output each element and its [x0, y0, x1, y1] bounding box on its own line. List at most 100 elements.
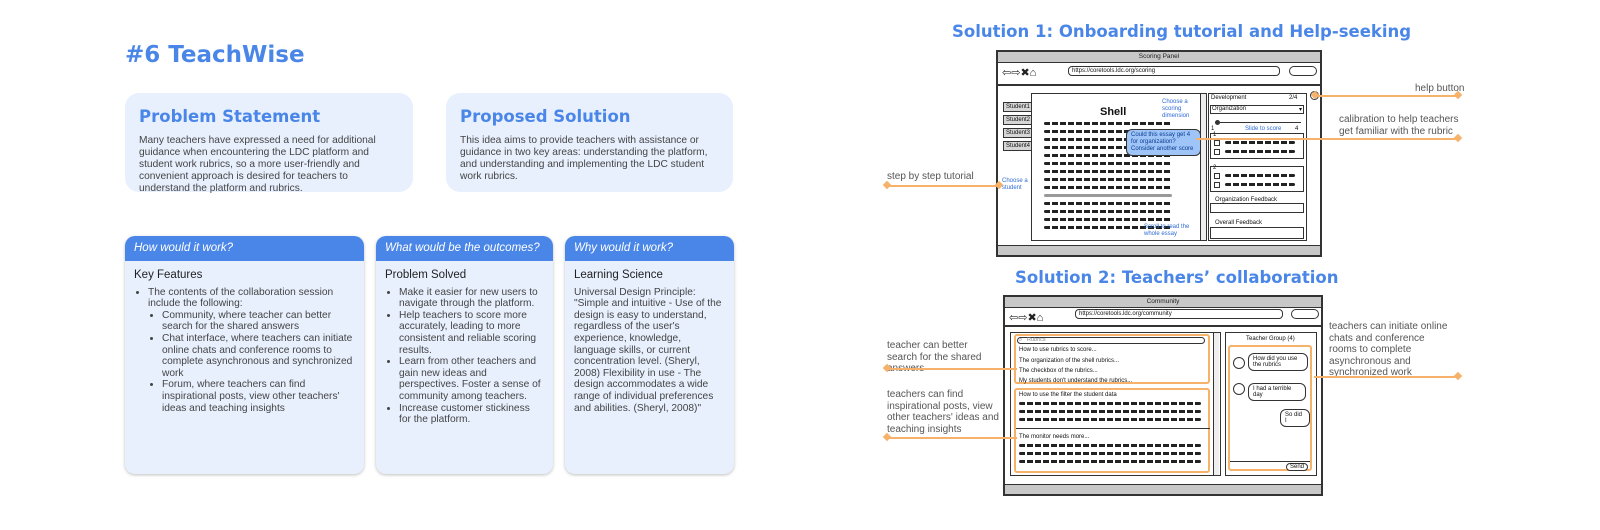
- annot-forum: teachers can find inspirational posts, v…: [887, 389, 999, 435]
- chat-bubble: I had a terrible day: [1248, 383, 1306, 401]
- outcomes-card-subheading: Problem Solved: [385, 269, 467, 281]
- dimension-count: 2/4: [1289, 95, 1298, 101]
- annot-line: [1314, 376, 1460, 378]
- list-item: Community, where teacher can better sear…: [162, 310, 355, 333]
- forum-panel: ⌕Rubrics How to use rubrics to score... …: [1010, 332, 1221, 476]
- annot-dot: [1453, 133, 1463, 143]
- forward-icon[interactable]: ⇨: [1011, 67, 1021, 79]
- how-card-header: How would it work?: [125, 236, 364, 261]
- chevron-down-icon: ▾: [1298, 107, 1302, 113]
- annot-line: [1318, 95, 1460, 97]
- list-item[interactable]: The organization of the shell rubrics...: [1019, 358, 1120, 364]
- page-title: #6 TeachWise: [125, 42, 305, 68]
- tip-student: Choose a student: [1002, 178, 1028, 191]
- forum-post-title[interactable]: The monitor needs more...: [1019, 434, 1090, 440]
- annot-help: help button: [1415, 83, 1465, 94]
- solution1-title: Solution 1: Onboarding tutorial and Help…: [952, 22, 1412, 41]
- send-button[interactable]: Send: [1286, 463, 1309, 471]
- outcomes-card-header: What would be the outcomes?: [376, 236, 553, 261]
- close-icon[interactable]: ✖: [1020, 67, 1030, 79]
- score-slider[interactable]: [1215, 122, 1301, 124]
- list-item[interactable]: How to use rubrics to score...: [1019, 347, 1097, 353]
- list-item: Learn from other teachers and gain new i…: [399, 356, 544, 402]
- essay-text: [1044, 122, 1172, 234]
- home-icon[interactable]: ⌂: [1036, 312, 1044, 324]
- community-wireframe: Community ⇦⇨✖⌂ https://coretools.ldc.org…: [1003, 295, 1323, 496]
- community-search-input[interactable]: ⌕Rubrics: [1017, 337, 1205, 344]
- avatar: [1233, 383, 1245, 395]
- forward-icon[interactable]: ⇨: [1018, 312, 1028, 324]
- window-footer: [998, 245, 1320, 255]
- search-pill[interactable]: [1291, 309, 1319, 319]
- solution-text: This idea aims to provide teachers with …: [460, 135, 708, 182]
- chat-panel: Teacher Group (4) How did you use the ru…: [1225, 332, 1317, 476]
- scoring-side-panel: Development 2/4 Organization▾ 1 Slide to…: [1208, 93, 1307, 241]
- back-icon[interactable]: ⇦: [1002, 67, 1012, 79]
- annot-calibration: calibration to help teachers get familia…: [1339, 114, 1459, 137]
- close-icon[interactable]: ✖: [1027, 312, 1037, 324]
- dimension-select[interactable]: Organization▾: [1210, 105, 1304, 114]
- avatar: [1233, 357, 1245, 369]
- back-icon[interactable]: ⇦: [1009, 312, 1019, 324]
- search-icon: ⌕: [1019, 337, 1023, 343]
- scoring-panel-wireframe: Scoring Panel ⇦⇨✖⌂ https://coretools.ldc…: [996, 50, 1322, 257]
- home-icon[interactable]: ⌂: [1029, 67, 1037, 79]
- level-2-box: 2: [1210, 165, 1304, 192]
- chat-bubble: So did I: [1280, 409, 1310, 427]
- search-results-box: ⌕Rubrics How to use rubrics to score... …: [1014, 334, 1210, 384]
- slider-min: 1: [1211, 126, 1215, 132]
- dimension-label: Development: [1211, 95, 1247, 101]
- outcomes-card: What would be the outcomes? Problem Solv…: [376, 236, 553, 474]
- calibration-callout: Could this essay get 4 for organization?…: [1126, 129, 1201, 156]
- list-item: The contents of the collaboration sessio…: [148, 287, 355, 415]
- how-card: How would it work? Key Features The cont…: [125, 236, 364, 474]
- chat-box: How did you use the rubrics I had a terr…: [1228, 345, 1312, 471]
- url-bar[interactable]: https://coretools.ldc.org/scoring: [1068, 66, 1280, 76]
- why-card-subheading: Learning Science: [574, 269, 663, 281]
- why-card-header: Why would it work?: [565, 236, 734, 261]
- annot-line: [887, 437, 1017, 439]
- list-item[interactable]: My students don't understand the rubrics…: [1019, 378, 1133, 384]
- org-feedback-input[interactable]: [1210, 203, 1304, 213]
- annot-line: [1196, 138, 1460, 140]
- slider-label: Slide to score: [1245, 126, 1282, 132]
- url-bar[interactable]: https://coretools.ldc.org/community: [1075, 309, 1283, 319]
- essay-scrollbar[interactable]: [1200, 94, 1206, 240]
- chat-bubble: How did you use the rubrics: [1248, 353, 1308, 371]
- student-button[interactable]: Student3: [1003, 128, 1034, 138]
- slider-max: 4: [1295, 126, 1299, 132]
- overall-feedback-label: Overall Feedback: [1215, 220, 1263, 226]
- annot-tutorial: step by step tutorial: [887, 171, 974, 182]
- proposed-solution-panel: Proposed Solution This idea aims to prov…: [446, 93, 733, 192]
- student-button[interactable]: Student2: [1003, 115, 1034, 125]
- forum-scrollbar[interactable]: [1213, 333, 1219, 475]
- tip-dimension: Choose a scoring dimension: [1162, 99, 1190, 119]
- annot-chat: teachers can initiate online chats and c…: [1329, 321, 1448, 378]
- annot-line: [887, 185, 999, 187]
- why-card-text: Universal Design Principle: "Simple and …: [574, 286, 722, 414]
- forum-posts-box: How to use the filter the student data T…: [1014, 388, 1210, 473]
- window-title: Scoring Panel: [998, 52, 1320, 63]
- student-button[interactable]: Student1: [1003, 102, 1034, 112]
- annot-line: [887, 368, 1017, 370]
- list-item: Increase customer stickiness for the pla…: [399, 403, 544, 426]
- solution2-title: Solution 2: Teachers’ collaboration: [1015, 268, 1339, 287]
- overall-feedback-input[interactable]: [1210, 227, 1304, 239]
- solution-heading: Proposed Solution: [460, 107, 631, 126]
- list-item: Help teachers to score more accurately, …: [399, 310, 544, 356]
- how-card-subheading: Key Features: [134, 269, 203, 281]
- problem-statement-panel: Problem Statement Many teachers have exp…: [125, 93, 413, 194]
- student-button[interactable]: Student4: [1003, 141, 1034, 151]
- essay-title: Shell: [1100, 106, 1127, 118]
- list-item: Forum, where teachers can find inspirati…: [162, 379, 355, 414]
- search-pill[interactable]: [1289, 66, 1317, 76]
- group-title: Teacher Group (4): [1246, 336, 1295, 342]
- window-footer: [1005, 484, 1321, 494]
- problem-heading: Problem Statement: [139, 107, 321, 126]
- org-feedback-label: Organization Feedback: [1215, 197, 1278, 203]
- list-item: Make it easier for new users to navigate…: [399, 287, 544, 310]
- slider-handle[interactable]: [1215, 120, 1220, 125]
- list-item[interactable]: The checkbox of the rubrics...: [1019, 368, 1098, 374]
- forum-post-title[interactable]: How to use the filter the student data: [1019, 392, 1117, 398]
- window-title: Community: [1005, 297, 1321, 308]
